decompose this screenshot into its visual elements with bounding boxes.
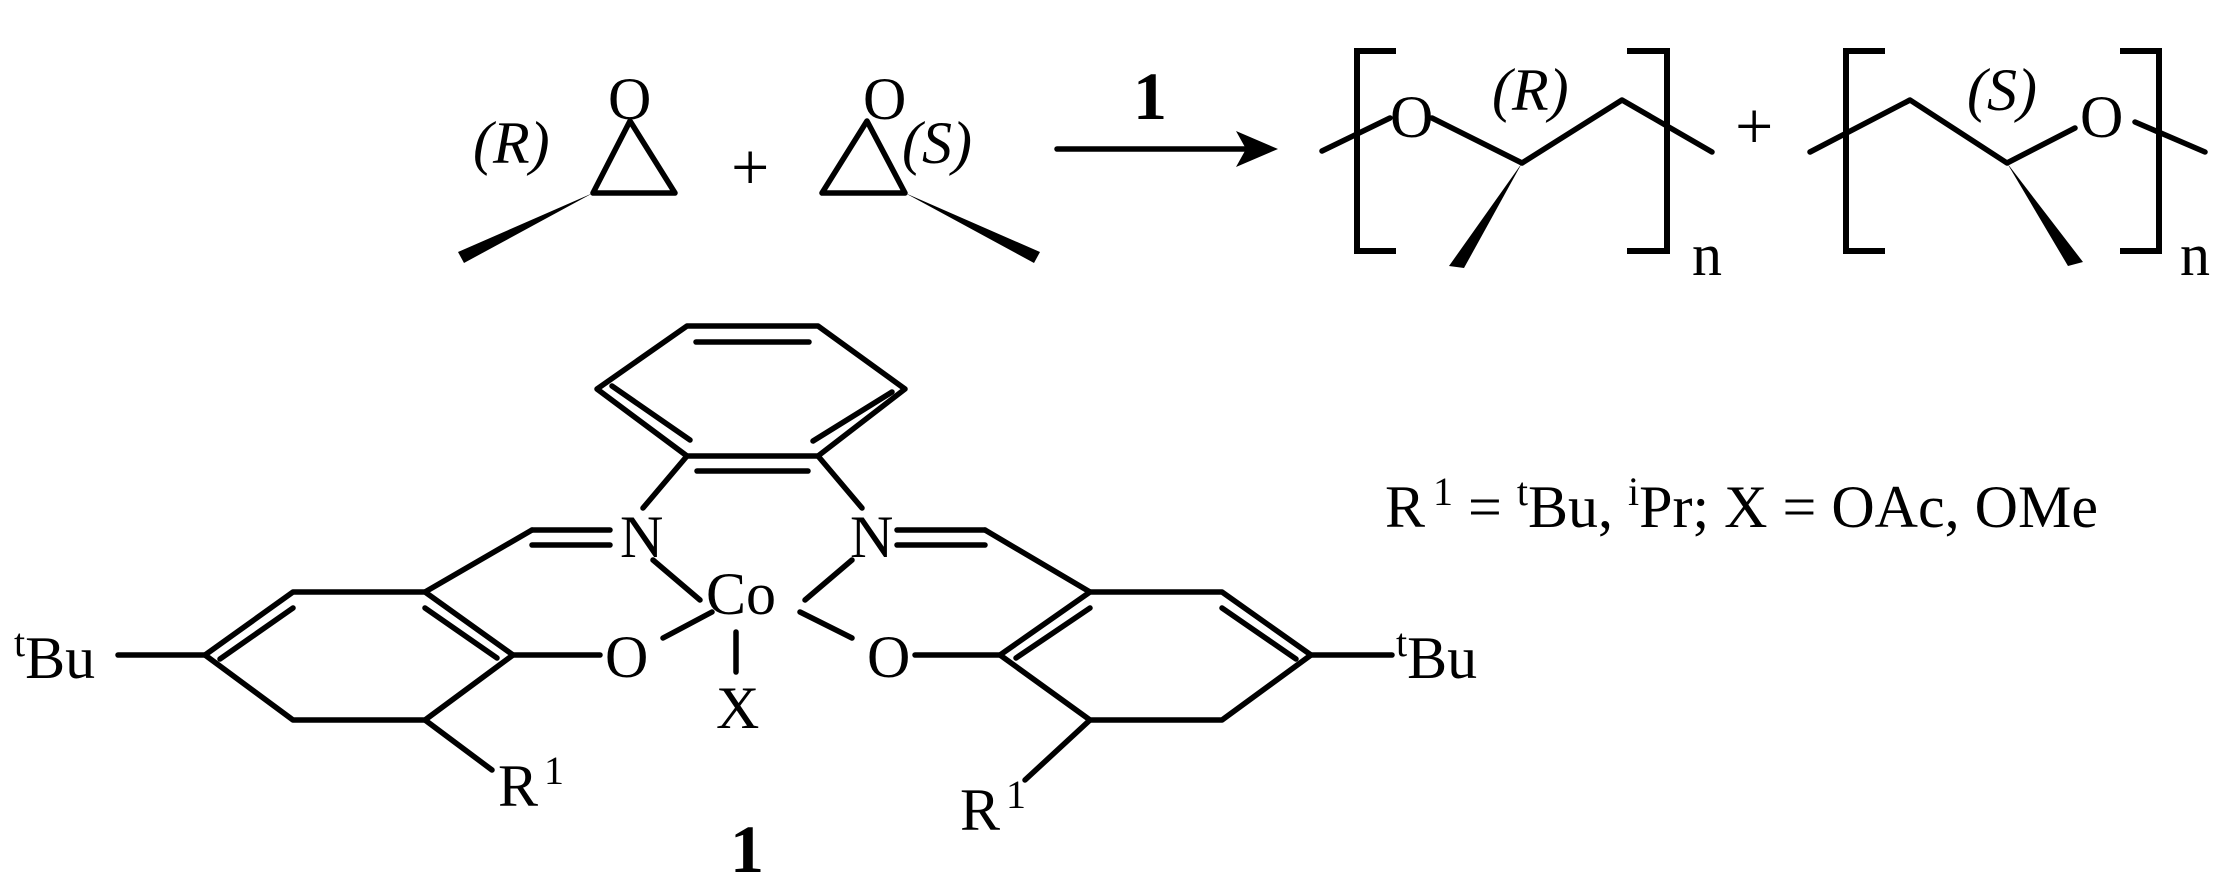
cobalt-label: Co (706, 561, 776, 627)
polymer-r-backbone (1319, 115, 1393, 154)
epoxide-r-wedge-bond (458, 193, 593, 263)
polymer-s-subscript: n (2180, 222, 2210, 288)
phenylene-double-bond-2 (810, 389, 895, 444)
polymer-r-right-bracket (1627, 48, 1670, 254)
catalyst-number-label: 1 (730, 811, 764, 887)
aryl-right-double-bond-2 (1013, 605, 1093, 661)
epoxide-s-wedge-bond (905, 193, 1040, 263)
imine-carbon-right (982, 527, 1093, 595)
polymer-r-stereo-label: (R) (1492, 57, 1569, 123)
aryl-right-double-bond-1 (1219, 605, 1299, 662)
polymer-s-backbone-2 (2132, 119, 2208, 155)
polymer-s: O (S) n (1807, 48, 2210, 288)
polymer-r-subscript: n (1692, 222, 1722, 288)
tbu-left-label: tBu (14, 620, 95, 691)
aryl-left-double-bond-2 (422, 605, 500, 661)
phenylene-double-bond-3 (609, 383, 693, 443)
o-right-label: O (867, 624, 910, 690)
aryl-right-to-r1 (1022, 717, 1093, 783)
polymer-r-backbone-2 (1429, 97, 1715, 166)
epoxide-r: O (R) (458, 66, 678, 263)
ring-to-n-right (815, 453, 865, 511)
plus-sign-left: + (731, 129, 769, 205)
epoxide-s-oxygen: O (863, 66, 906, 132)
reaction-arrow: 1 (1054, 58, 1278, 167)
aryl-ring-right (997, 589, 1314, 723)
epoxide-s: O (S) (819, 66, 1040, 263)
aryl-left-to-r1 (422, 717, 495, 773)
axial-x-label: X (716, 675, 759, 741)
arrow-head (1236, 131, 1278, 167)
epoxide-s-ring (819, 118, 908, 196)
o-co-bond-left (660, 609, 715, 641)
epoxide-s-stereo-label: (S) (902, 110, 972, 176)
ring-to-n-left (640, 453, 690, 511)
arrow-catalyst-label: 1 (1133, 58, 1167, 134)
plus-sign-right: + (1735, 88, 1773, 164)
polymer-s-backbone (1807, 97, 2078, 166)
n-left-label: N (620, 504, 663, 570)
epoxide-r-oxygen: O (608, 66, 651, 132)
imine-carbon-left (422, 527, 535, 595)
n-co-bond-right (802, 557, 855, 603)
epoxide-r-ring (590, 118, 678, 196)
n-right-label: N (850, 504, 893, 570)
polymer-s-oxygen: O (2080, 84, 2123, 150)
polymer-s-left-bracket (1843, 48, 1885, 254)
n-co-bond-left (650, 557, 703, 603)
aryl-ring-left (202, 589, 516, 723)
epoxide-r-stereo-label: (R) (473, 110, 550, 176)
o-left-label: O (605, 624, 648, 690)
tbu-right-label: tBu (1396, 620, 1477, 691)
polymer-r-left-bracket (1354, 48, 1396, 254)
polymer-r: O (R) n (1319, 48, 1722, 288)
phenylene-ring (594, 323, 908, 459)
aryl-left-double-bond-1 (217, 605, 296, 662)
polymer-s-right-bracket (2120, 48, 2162, 254)
o-co-bond-right (797, 609, 855, 641)
polymer-s-stereo-label: (S) (1967, 57, 2037, 123)
polymer-s-wedge-bond (2007, 163, 2083, 266)
polymer-r-oxygen: O (1390, 84, 1433, 150)
polymer-r-wedge-bond (1449, 163, 1522, 268)
